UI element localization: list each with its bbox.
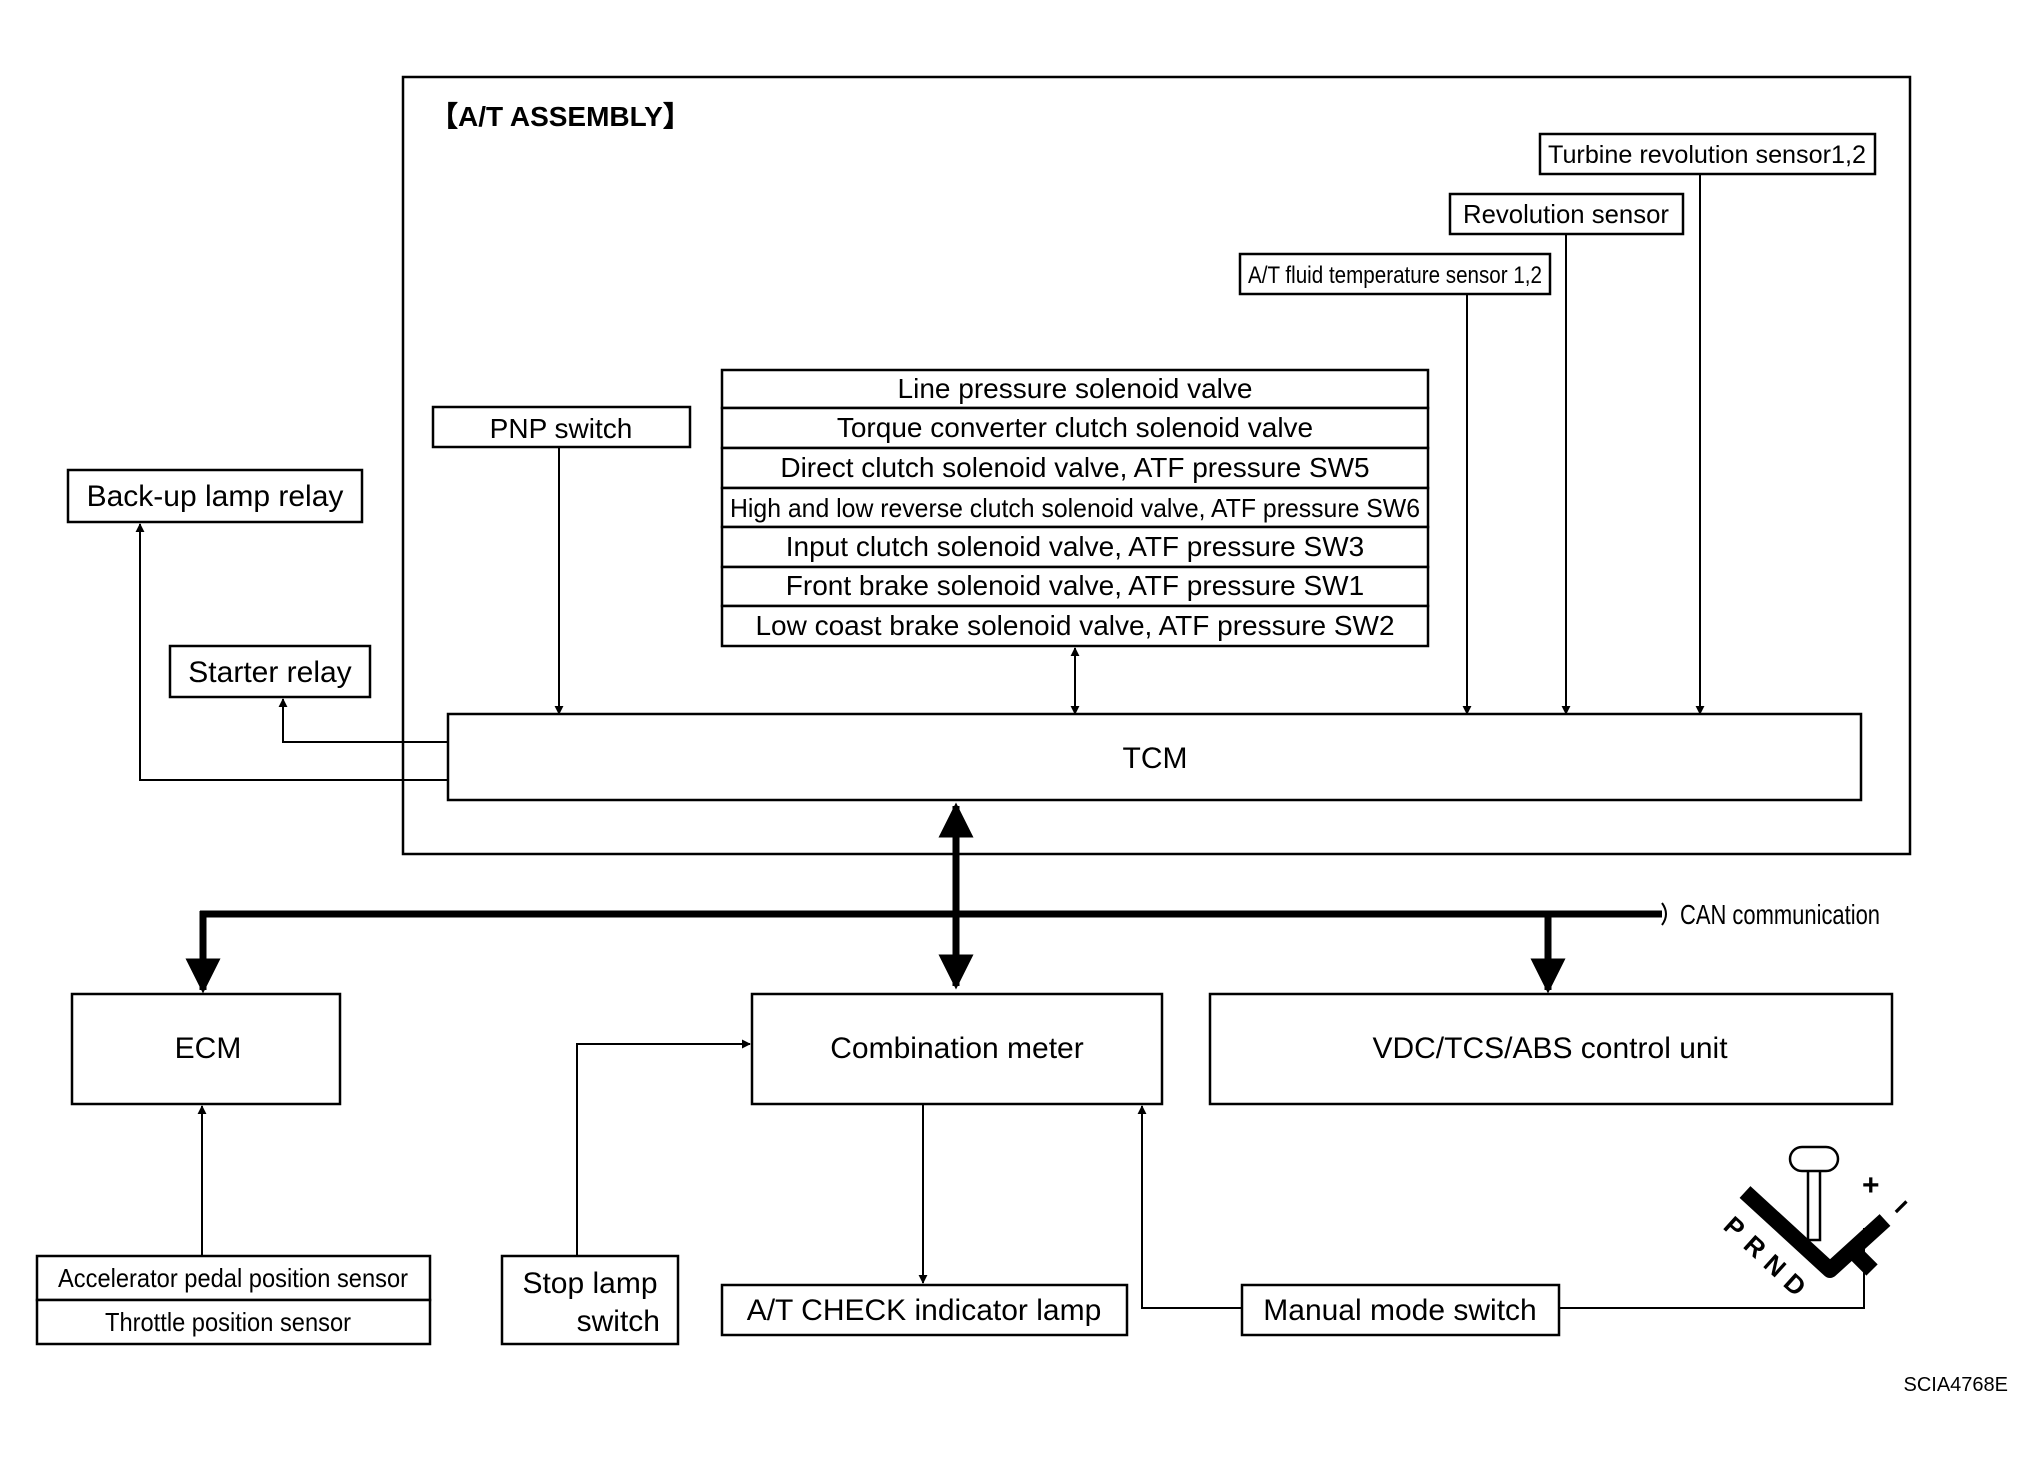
fluid-temp-sensor-box [1238,252,1552,296]
ecm-box [70,992,342,1106]
solenoid-row [720,368,1430,410]
at-assembly-label: 【A/T ASSEMBLY】 [430,101,691,132]
shift-lever-illustration: P R N D + − [1718,1145,1920,1302]
starter-relay-box [168,644,372,699]
stop-lamp-line [576,1039,751,1256]
shift-label-plus: + [1862,1169,1880,1202]
backup-lamp-relay-box [66,468,364,524]
manual-mode-meter-line [1137,1105,1242,1309]
fluid-temp-sensor-label: A/T fluid temperature sensor 1,2 [1248,262,1542,289]
solenoid-label: Torque converter clutch solenoid valve [837,412,1313,443]
stop-lamp-switch-label-1: Stop lamp [522,1267,657,1300]
shift-label-d: D [1778,1267,1812,1302]
solenoid-label: Low coast brake solenoid valve, ATF pres… [755,610,1394,641]
at-check-lamp-label: A/T CHECK indicator lamp [747,1294,1102,1327]
solenoid-row [720,406,1430,450]
combination-meter-label: Combination meter [830,1032,1083,1065]
solenoid-row [720,446,1430,490]
pnp-switch-label: PNP switch [490,413,633,444]
accel-sensor-box [35,1254,432,1302]
starter-relay-line [278,698,448,743]
solenoid-label: Front brake solenoid valve, ATF pressure… [786,570,1364,601]
solenoid-label: Line pressure solenoid valve [898,373,1253,404]
manual-mode-switch-box [1240,1283,1561,1337]
shift-lever-stem [1806,1166,1822,1242]
revolution-sensor-label: Revolution sensor [1463,199,1669,229]
shift-label-p: P [1718,1210,1751,1244]
solenoid-row [720,604,1430,648]
can-bus-end-mark [1661,902,1667,926]
throttle-sensor-label: Throttle position sensor [105,1307,351,1337]
turbine-sensor-box [1538,132,1877,176]
solenoid-label: High and low reverse clutch solenoid val… [730,493,1420,523]
solenoid-stack: Line pressure solenoid valve Torque conv… [720,368,1430,648]
backup-lamp-relay-line [135,523,448,781]
shift-label-minus: − [1884,1189,1920,1225]
figure-code: SCIA4768E [1903,1374,2008,1396]
turbine-sensor-label: Turbine revolution sensor1,2 [1548,141,1866,169]
stop-lamp-switch-box [500,1254,680,1346]
stop-lamp-switch-label-2: switch [577,1305,660,1338]
solenoid-row [720,486,1430,529]
vdc-tcs-abs-label: VDC/TCS/ABS control unit [1372,1032,1728,1065]
backup-lamp-relay-label: Back-up lamp relay [87,480,344,513]
combination-meter-box [750,992,1164,1106]
ecm-label: ECM [175,1032,242,1065]
starter-relay-label: Starter relay [188,656,351,689]
pnp-switch-box [431,405,692,449]
shift-gate [1739,1186,1891,1278]
vdc-tcs-abs-box [1208,992,1894,1106]
shift-lever-knob [1788,1145,1840,1173]
accel-sensor-label: Accelerator pedal position sensor [58,1263,408,1293]
can-label: CAN communication [1680,899,1880,930]
throttle-sensor-box [35,1298,432,1346]
tcm-label: TCM [1123,742,1188,775]
shift-label-n: N [1758,1248,1792,1283]
manual-mode-switch-label: Manual mode switch [1263,1294,1536,1327]
solenoid-row [720,565,1430,608]
solenoid-label: Direct clutch solenoid valve, ATF pressu… [780,452,1369,483]
shift-gate-side [1846,1244,1878,1276]
tcm-box [446,712,1863,802]
solenoid-label: Input clutch solenoid valve, ATF pressur… [786,531,1364,562]
at-check-lamp-box [720,1283,1129,1337]
solenoid-row [720,525,1430,569]
